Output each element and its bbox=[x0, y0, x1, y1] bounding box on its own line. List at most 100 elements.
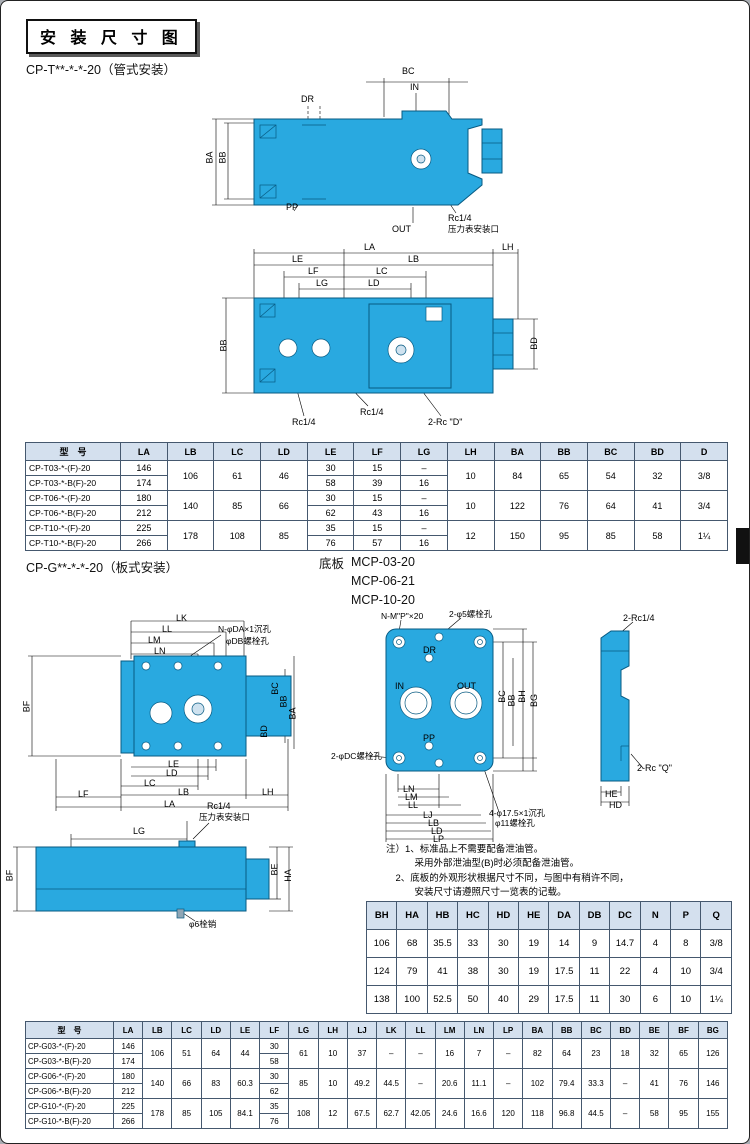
table-cell: 58 bbox=[639, 1098, 670, 1129]
text-line: MCP-06-21 bbox=[351, 573, 415, 588]
text-line: MCP-03-20 bbox=[351, 555, 415, 569]
dim-label: LB bbox=[428, 818, 440, 828]
dim-label: LD bbox=[431, 826, 443, 836]
table-cell: 1¼ bbox=[700, 985, 732, 1014]
table-cell: 138 bbox=[365, 985, 398, 1014]
table-cell: 64 bbox=[200, 1038, 231, 1069]
dim-label: IN bbox=[395, 681, 404, 691]
table-cell: 225 bbox=[120, 520, 168, 536]
cpg-bottom-view-drawing bbox=[13, 821, 293, 922]
table-cell: 122 bbox=[493, 490, 542, 521]
dim-label: LM bbox=[405, 792, 418, 802]
dim-label: BH bbox=[516, 690, 527, 703]
table-cell: 85 bbox=[171, 1098, 202, 1129]
dim-label: LF bbox=[78, 789, 89, 799]
dim-label: LL bbox=[162, 624, 173, 634]
table-cell: 57 bbox=[353, 535, 402, 551]
model-name-cell: CP-G06-*-B(F)-20 bbox=[25, 1083, 114, 1099]
table-cell: 30 bbox=[259, 1038, 290, 1054]
table-cell: 84.1 bbox=[229, 1098, 261, 1129]
table-cell: 120 bbox=[493, 1098, 524, 1129]
dim-label: BA bbox=[204, 151, 215, 164]
column-header: DB bbox=[578, 901, 611, 930]
table-cell: 39 bbox=[353, 475, 402, 491]
table-cell: 62 bbox=[306, 505, 355, 521]
table-cell: 266 bbox=[112, 1113, 144, 1129]
dim-label: LF bbox=[308, 266, 319, 276]
table-cell: 19 bbox=[518, 957, 550, 986]
column-header: HB bbox=[426, 901, 459, 930]
table-cell: 10 bbox=[670, 985, 702, 1014]
table-cell: 30 bbox=[259, 1068, 290, 1084]
table-cell: 85 bbox=[260, 520, 308, 551]
table-cell: 10 bbox=[670, 957, 702, 986]
dim-label: LH bbox=[262, 787, 274, 797]
table-cell: 42.05 bbox=[405, 1098, 436, 1129]
table-cell: 46 bbox=[260, 460, 308, 491]
table-cell: 19 bbox=[518, 929, 550, 958]
table-cell: 83 bbox=[200, 1068, 231, 1099]
table-cell: 118 bbox=[522, 1098, 553, 1129]
table-cell: 24.6 bbox=[434, 1098, 465, 1129]
column-header: BG bbox=[697, 1021, 729, 1039]
model-name-cell: CP-T06-*-(F)-20 bbox=[25, 490, 121, 506]
dim-label: BF bbox=[4, 869, 15, 882]
table-cell: 61 bbox=[213, 460, 262, 491]
page-edge-tab bbox=[736, 528, 749, 564]
column-header: LM bbox=[434, 1021, 465, 1039]
dim-label: BB bbox=[506, 694, 517, 707]
table-cell: 212 bbox=[120, 505, 168, 521]
column-header: BA bbox=[493, 442, 542, 461]
dim-label: 4-φ17.5×1沉孔 bbox=[489, 808, 546, 818]
table-cell: 14.7 bbox=[609, 929, 641, 958]
column-header: LE bbox=[229, 1021, 261, 1039]
table-cell: 4 bbox=[639, 929, 672, 958]
model-name-cell: CP-T10-*-(F)-20 bbox=[25, 520, 121, 536]
dim-label: LL bbox=[408, 800, 419, 810]
column-header: LH bbox=[317, 1021, 348, 1039]
dim-label: BB bbox=[278, 695, 289, 708]
table-cell: 30 bbox=[306, 490, 355, 506]
table-cell: 44.5 bbox=[376, 1068, 407, 1099]
dim-label: DR bbox=[301, 94, 314, 104]
table-cell: 16.6 bbox=[463, 1098, 495, 1129]
dim-label: LC bbox=[144, 778, 156, 788]
column-header: LC bbox=[213, 442, 262, 461]
dim-label: φ6栓销 bbox=[189, 919, 217, 929]
table-cell: 35.5 bbox=[426, 929, 459, 958]
table-cell: 95 bbox=[668, 1098, 699, 1129]
dim-label: PP bbox=[423, 733, 436, 743]
text-line: 2、底板的外观形状根据尺寸不同，与图中有稍许不同， bbox=[386, 872, 629, 884]
cpt-top-view-drawing bbox=[212, 78, 503, 223]
column-header: LK bbox=[376, 1021, 407, 1039]
table-cell: – bbox=[376, 1038, 407, 1069]
table-cell: 37 bbox=[346, 1038, 378, 1069]
table-cell: 10 bbox=[446, 490, 495, 521]
column-header: HA bbox=[396, 901, 428, 930]
model-name-cell: CP-G10-*-B(F)-20 bbox=[25, 1113, 114, 1129]
table-cell: 76 bbox=[668, 1068, 699, 1099]
dim-label: LB bbox=[178, 787, 190, 797]
column-header: LF bbox=[259, 1021, 290, 1039]
page-title: 安 装 尺 寸 图 bbox=[26, 19, 197, 54]
dim-label: BD bbox=[528, 337, 539, 350]
table-cell: 146 bbox=[697, 1068, 729, 1099]
column-header: LP bbox=[493, 1021, 524, 1039]
dim-label: φDB螺栓孔 bbox=[226, 636, 269, 646]
table-cell: 17.5 bbox=[548, 957, 580, 986]
dim-label: 2-Rc "Q" bbox=[637, 763, 672, 773]
column-header: BF bbox=[668, 1021, 699, 1039]
table-cell: 16 bbox=[400, 535, 448, 551]
model-name-cell: CP-G03-*-(F)-20 bbox=[25, 1038, 114, 1054]
table-cell: 49.2 bbox=[346, 1068, 378, 1099]
table-cell: 66 bbox=[260, 490, 308, 521]
cpg-side-view-drawing bbox=[28, 620, 295, 811]
dim-label: N-φDA×1沉孔 bbox=[218, 624, 271, 634]
dim-label: PP bbox=[286, 202, 299, 212]
dim-label: 压力表安装口 bbox=[199, 812, 251, 822]
